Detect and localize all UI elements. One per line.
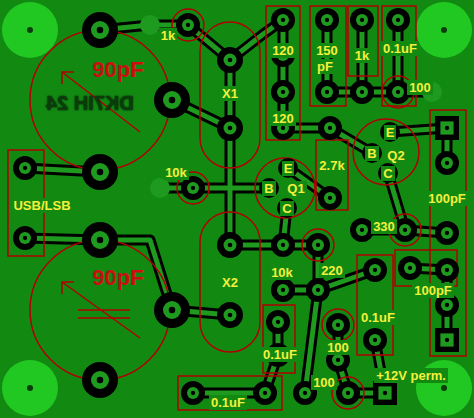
component-label: 120	[270, 111, 296, 126]
board-id-mirrored: DK7IH 24	[44, 92, 136, 114]
trimmer-value: 90pF	[90, 58, 145, 82]
component-label: X1	[220, 86, 240, 101]
component-label: 150	[314, 43, 340, 58]
component-label: 0.1uF	[359, 310, 397, 325]
trimmer-value: 90pF	[90, 266, 145, 290]
component-label: 100	[407, 80, 433, 95]
component-label: pF	[315, 59, 335, 74]
component-label: B	[365, 146, 378, 161]
component-label: USB/LSB	[11, 198, 72, 213]
component-label: 100pF	[412, 283, 454, 298]
component-label: B	[262, 181, 275, 196]
component-label: E	[282, 161, 295, 176]
component-label: Q2	[385, 148, 406, 163]
component-label: +12V perm.	[374, 368, 448, 383]
component-label: 10k	[269, 265, 295, 280]
component-label: 120	[270, 43, 296, 58]
component-label: 10k	[163, 165, 189, 180]
component-label: 0.1uF	[381, 41, 419, 56]
component-label: Q1	[285, 181, 306, 196]
component-label: 100	[311, 375, 337, 390]
component-label: 0.1uF	[209, 395, 247, 410]
component-label: 0.1uF	[261, 347, 299, 362]
component-label: 1k	[353, 48, 371, 63]
component-label: 100	[325, 340, 351, 355]
component-label: 1k	[159, 28, 177, 43]
component-label: C	[381, 166, 394, 181]
component-label: 100pF	[426, 191, 468, 206]
component-label: X2	[220, 275, 240, 290]
component-label: E	[384, 125, 397, 140]
component-label: 2.7k	[317, 158, 346, 173]
component-label: 220	[319, 263, 345, 278]
component-label: C	[280, 201, 293, 216]
component-label: 330	[371, 219, 397, 234]
